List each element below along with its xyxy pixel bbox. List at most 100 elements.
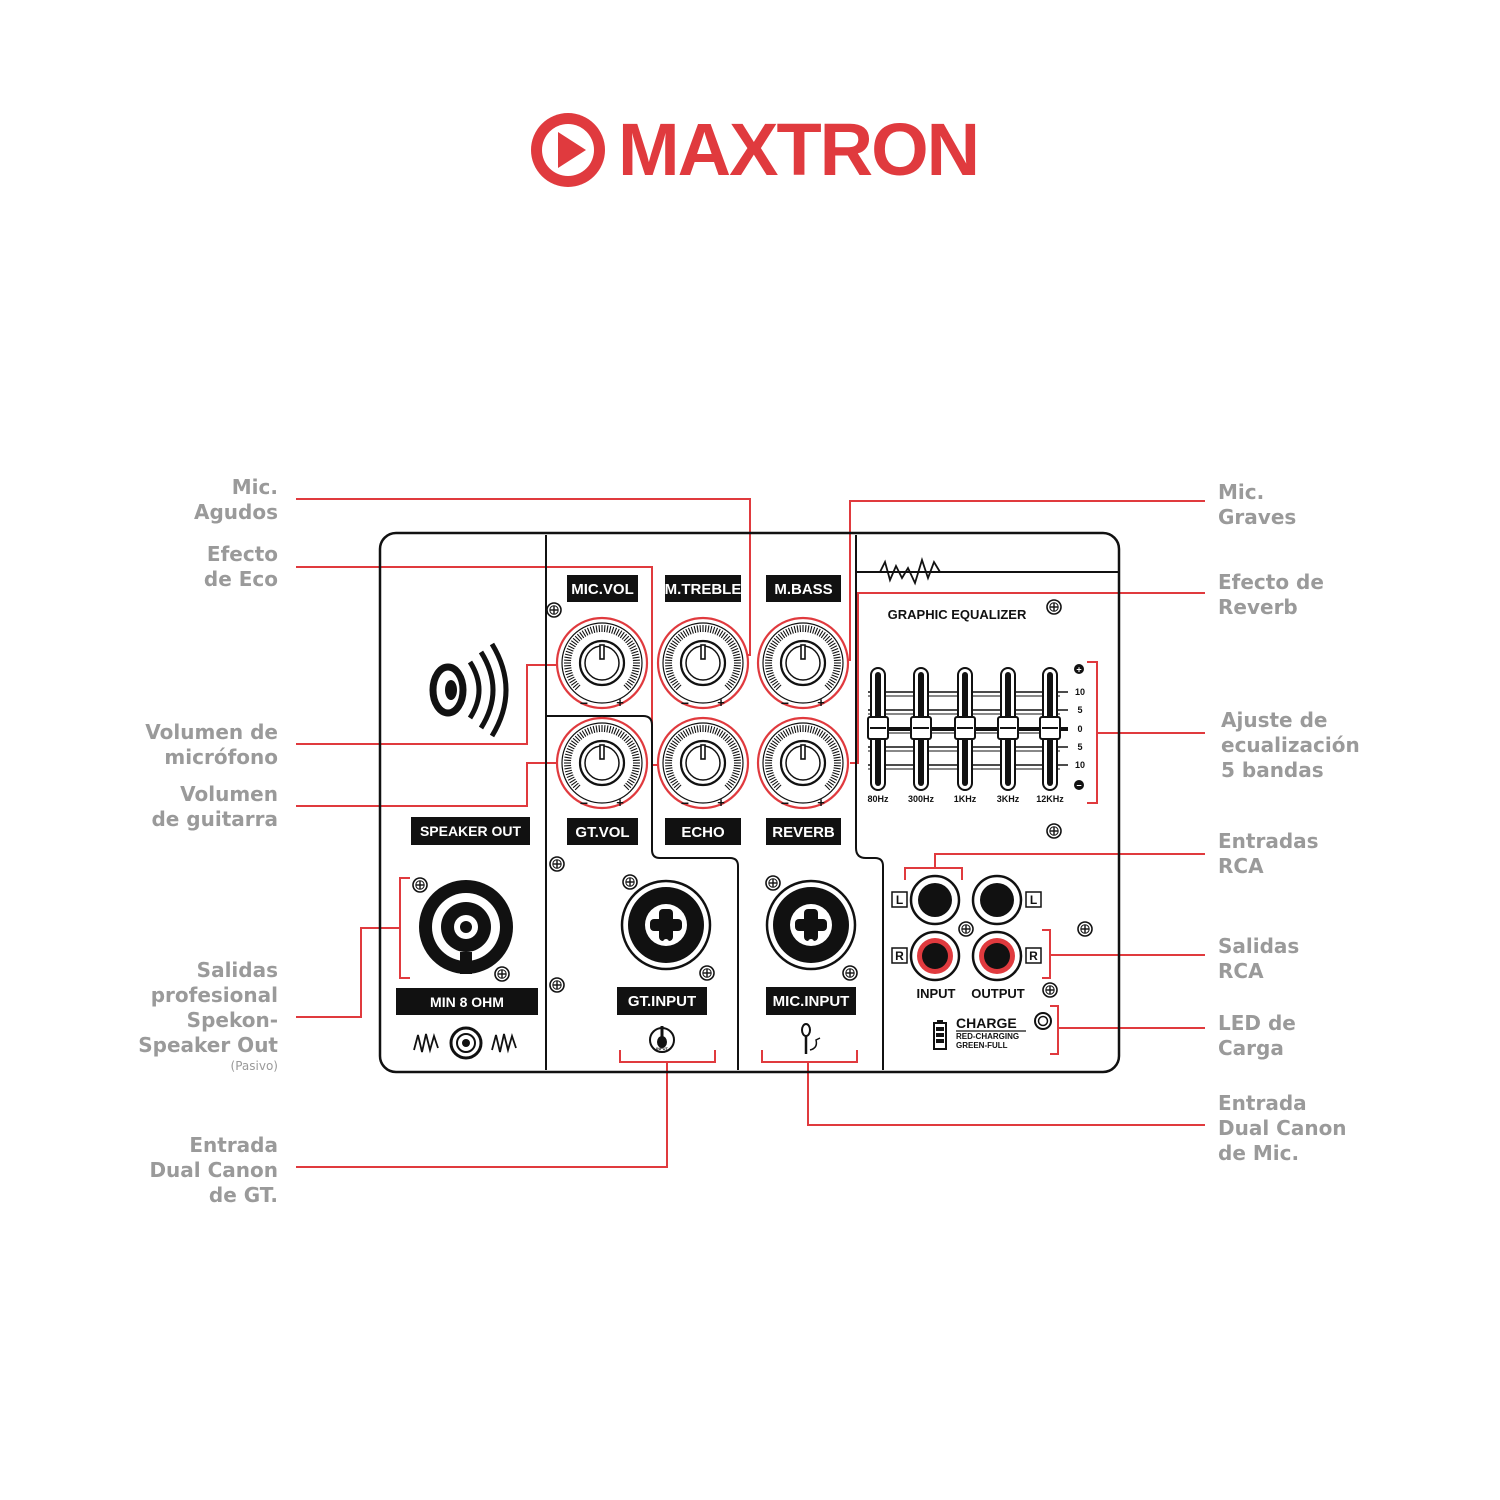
leader-rca-out-bracket	[1042, 929, 1051, 979]
label-min-ohm: MIN 8 OHM	[430, 994, 504, 1010]
plus-label: +	[817, 795, 825, 810]
leader-mic-bracket	[761, 1050, 858, 1063]
rca-input-left-jack	[909, 874, 961, 926]
leader-entrada-gt	[296, 1062, 668, 1168]
gt-input-jack	[620, 879, 712, 971]
label-gt-vol: GT.VOL	[575, 824, 629, 841]
label-mic-input: MIC.INPUT	[773, 993, 850, 1010]
eq-band-label: 12KHz	[1036, 794, 1064, 804]
svg-text:INPUT: INPUT	[656, 1046, 669, 1051]
screw	[622, 874, 638, 890]
screw	[958, 921, 974, 937]
rca-label-r-in: R	[895, 949, 904, 963]
screw	[1046, 599, 1062, 615]
minus-label: −	[681, 795, 689, 811]
speaker-jack-icon	[449, 1026, 483, 1060]
label-m-bass: M.BASS	[774, 581, 832, 598]
rca-output-right-jack	[971, 930, 1023, 982]
battery-icon	[933, 1020, 947, 1050]
label-m-treble: M.TREBLE	[665, 581, 742, 598]
leader-efecto-reverb	[850, 592, 1205, 764]
eq-band-label: 3KHz	[997, 794, 1020, 804]
knob-echo[interactable]: −+	[656, 716, 750, 811]
label-speaker-out: SPEAKER OUT	[420, 823, 522, 839]
eq-scale-label: 10	[1075, 687, 1085, 697]
rca-section: L L R R INPUT OUTPUT	[891, 874, 1093, 1001]
mic-input-jack	[765, 879, 857, 971]
screw	[549, 977, 565, 993]
leader-entradas-rca	[934, 853, 1205, 868]
label-echo: ECHO	[681, 824, 725, 841]
eq-minus-icon: −	[1074, 780, 1084, 791]
leader-mic-graves	[845, 500, 1205, 661]
eq-band-label: 1KHz	[954, 794, 977, 804]
screw	[1042, 982, 1058, 998]
screw	[549, 856, 565, 872]
label-reverb: REVERB	[772, 824, 835, 841]
screw	[494, 966, 510, 982]
rca-label-l-in: L	[896, 893, 903, 907]
knob-gt-vol[interactable]: −+	[555, 716, 649, 811]
rca-output-label: OUTPUT	[971, 986, 1025, 1001]
leader-volumen-guitarra	[296, 762, 557, 807]
eq-band-label: 80Hz	[867, 794, 889, 804]
knobs-layer: −+−+−+−+−+−+	[555, 616, 850, 811]
knob-m-treble[interactable]: −+	[656, 616, 750, 711]
rca-label-r-out: R	[1029, 949, 1038, 963]
minus-label: −	[781, 795, 789, 811]
leader-volumen-microfono	[296, 664, 557, 745]
eq-plus-icon: +	[1074, 664, 1084, 675]
leader-speakon	[296, 927, 400, 1018]
plus-label: +	[717, 795, 725, 810]
screw	[842, 965, 858, 981]
eq-scale-label: 10	[1075, 760, 1085, 770]
rca-output-left-jack	[971, 874, 1023, 926]
leader-eq-bracket	[1087, 661, 1098, 804]
waveform-icon	[879, 557, 941, 586]
speaker-icon	[429, 642, 509, 738]
brand-logo: MAXTRON	[528, 108, 980, 191]
knob-m-bass[interactable]: −+	[756, 616, 850, 711]
minus-label: −	[781, 695, 789, 711]
knob-mic-vol[interactable]: −+	[555, 616, 649, 711]
knob-labels: MIC.VOL M.TREBLE M.BASS GT.VOL ECHO REVE…	[396, 575, 856, 1015]
rca-label-l-out: L	[1030, 893, 1037, 907]
screw	[1046, 823, 1062, 839]
minus-label: −	[580, 695, 588, 711]
screw	[1077, 921, 1093, 937]
charge-title: CHARGE	[956, 1015, 1017, 1031]
play-logo-icon	[531, 113, 605, 187]
leader-speakon-bracket	[399, 877, 410, 979]
panel-outline	[378, 531, 1121, 1074]
waveform-right-icon	[491, 1032, 517, 1054]
eq-band-label: 300Hz	[908, 794, 935, 804]
leader-led-bracket	[1050, 1005, 1059, 1055]
screw	[546, 602, 562, 618]
leader-entrada-mic	[807, 1062, 1205, 1126]
knob-reverb[interactable]: −+	[756, 716, 850, 811]
eq-title: GRAPHIC EQUALIZER	[888, 607, 1027, 622]
leader-rca-in-bracket	[904, 867, 963, 880]
screw	[412, 877, 428, 893]
svg-text:+: +	[1076, 665, 1081, 675]
label-mic-vol: MIC.VOL	[571, 581, 634, 598]
microphone-icon	[801, 1023, 821, 1054]
eq-scale-label: 5	[1077, 742, 1082, 752]
svg-text:−: −	[1076, 781, 1081, 791]
callout-mic-agudos: Mic.Agudos	[194, 475, 278, 524]
plus-label: +	[616, 695, 624, 710]
waveform-left-icon	[413, 1032, 439, 1054]
brand-name: MAXTRON	[618, 108, 980, 191]
plus-label: +	[817, 695, 825, 710]
screw	[699, 965, 715, 981]
plus-label: +	[717, 695, 725, 710]
